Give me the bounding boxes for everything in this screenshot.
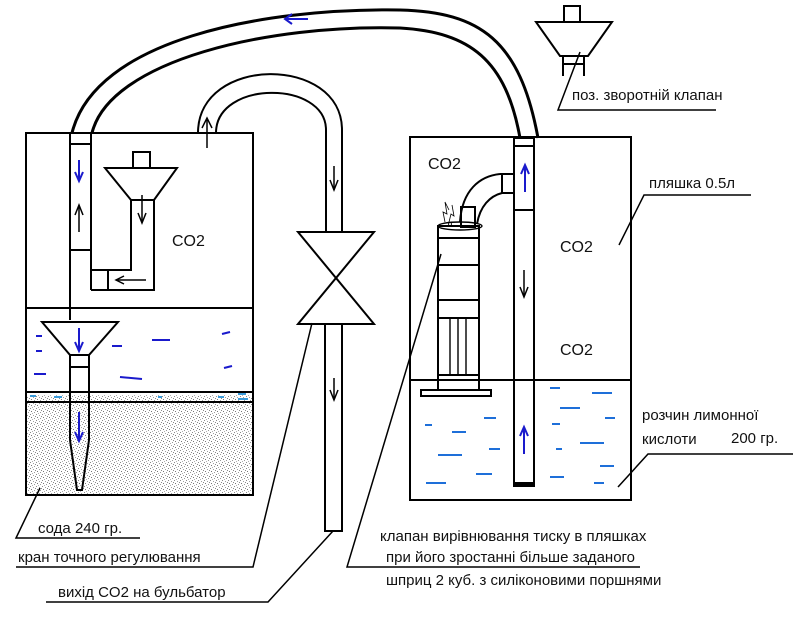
arrow-down-icon xyxy=(329,166,339,193)
liquid-dashes xyxy=(34,331,233,380)
arrow-down-icon xyxy=(329,378,339,403)
gas-bubble-icon xyxy=(442,201,455,226)
liquid-dashes xyxy=(425,387,615,484)
co2-label-mid: CO2 xyxy=(560,239,593,256)
flow-arrow-up-icon xyxy=(519,424,529,454)
arrow-down-icon xyxy=(519,270,529,300)
check-valve xyxy=(534,5,614,76)
pressure-valve-label-3: шприц 2 куб. з силіконовими поршнями xyxy=(386,572,661,589)
co2-label-top: CO2 xyxy=(428,156,461,173)
co2-label-low: CO2 xyxy=(560,342,593,359)
flow-arrow-down-icon xyxy=(74,328,84,354)
right-bottle: CO2 CO2 CO2 xyxy=(409,136,632,501)
citric-label-line1: розчин лимонної xyxy=(642,407,759,424)
co2-outlet-label: вихід CO2 на бульбатор xyxy=(58,584,226,601)
flow-arrow-down-icon xyxy=(74,412,84,444)
needle-valve xyxy=(295,231,377,532)
flow-arrow-up-icon xyxy=(520,162,530,192)
fine-tap-label: кран точного регулювання xyxy=(18,549,201,566)
citric-label-line2: кислоти xyxy=(642,431,697,448)
thin-liquid-dashes xyxy=(30,393,248,400)
main-gas-tube xyxy=(70,8,540,139)
check-valve-label: поз. зворотній клапан xyxy=(572,87,723,104)
pressure-valve-label-2: при його зростанні більше заданого xyxy=(386,549,635,566)
acid-funnel xyxy=(91,151,179,291)
left-bottle: CO2 xyxy=(25,132,254,496)
soda-label: сода 240 гр. xyxy=(38,520,122,537)
soda-layer xyxy=(27,395,253,495)
flow-arrow-left-icon xyxy=(283,13,308,25)
co2-label-left: CO2 xyxy=(172,233,205,250)
citric-amount-label: 200 гр. xyxy=(731,430,778,447)
arrow-left-icon xyxy=(114,275,146,285)
lower-funnel xyxy=(39,321,121,491)
leader-lines xyxy=(14,51,793,603)
syringe-valve xyxy=(420,201,492,397)
u-tube xyxy=(197,73,343,232)
arrow-up-icon xyxy=(74,202,84,232)
pressure-valve-label-1: клапан вирівнювання тиску в пляшках xyxy=(380,528,647,545)
flow-arrow-down-icon xyxy=(74,160,84,184)
arrow-down-icon xyxy=(137,195,147,226)
bottle-volume-label: пляшка 0.5л xyxy=(649,175,735,192)
